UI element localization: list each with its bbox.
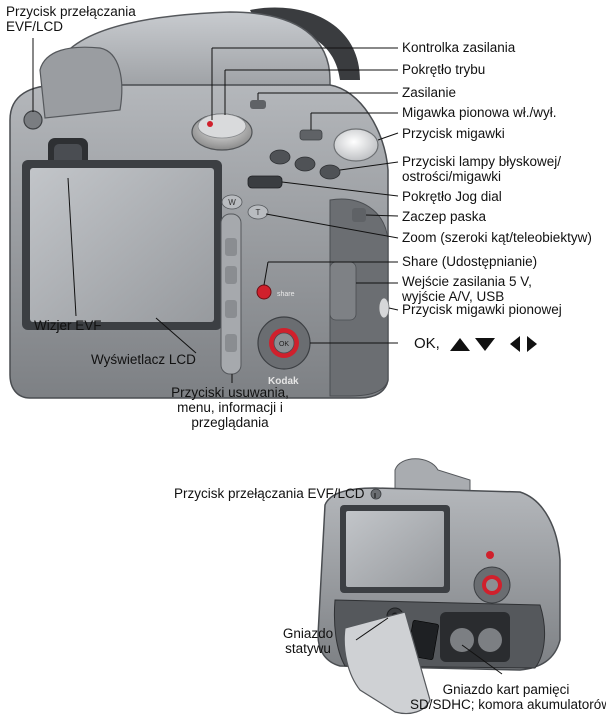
delete-button[interactable]	[225, 238, 237, 256]
leader-lines-bottom	[355, 493, 503, 675]
label-line: Przyciski usuwania,	[171, 385, 289, 400]
share-button[interactable]	[256, 284, 272, 300]
label-vertical-shutter-onoff: Migawka pionowa wł./wył.	[402, 105, 557, 120]
left-arrow-icon	[510, 336, 520, 352]
label-line: Zasilanie	[402, 85, 457, 100]
label-shutter-button: Przycisk migawki	[402, 126, 505, 141]
zoom-wide-button[interactable]	[221, 194, 243, 210]
label-line: Przycisk przełączania EVF/LCD	[174, 486, 365, 501]
label-tripod-socket: Gniazdo statywu	[268, 626, 348, 656]
flash-button[interactable]	[269, 149, 291, 165]
underside-ok	[486, 579, 498, 591]
leader-lines-top	[32, 38, 399, 383]
label-line: Przycisk migawki pionowej	[402, 302, 562, 317]
label-line: Share (Udostępnianie)	[402, 254, 538, 269]
label-line: OK,	[414, 335, 440, 352]
label-jog-dial: Pokrętło Jog dial	[402, 189, 502, 204]
brand-logo: Kodak	[268, 376, 299, 387]
power-button[interactable]	[250, 100, 266, 109]
underside-lcd-glass	[346, 511, 444, 587]
label-mode-dial: Pokrętło trybu	[402, 62, 485, 77]
label-line: Przyciski lampy błyskowej/	[402, 154, 562, 169]
label-line: Zaczep paska	[402, 209, 487, 224]
label-line: wyjście A/V, USB	[402, 289, 505, 304]
lcd-glass	[30, 168, 214, 322]
label-evf: Wizjer EVF	[34, 318, 102, 333]
right-arrow-icon	[527, 336, 537, 352]
direction-arrows	[450, 336, 537, 352]
label-line: SD/SDHC; komora akumulatorów	[410, 697, 606, 712]
review-button[interactable]	[225, 334, 237, 352]
evf-housing	[39, 46, 123, 119]
shutter-button[interactable]	[333, 128, 379, 162]
label-strap-post: Zaczep paska	[402, 209, 486, 224]
label-line: Kontrolka zasilania	[402, 40, 516, 55]
label-power-light: Kontrolka zasilania	[402, 40, 515, 55]
label-line: Wejście zasilania 5 V,	[402, 274, 532, 289]
mode-dial-top	[197, 113, 247, 139]
label-line: Pokrętło trybu	[402, 62, 486, 77]
focus-button[interactable]	[294, 156, 316, 172]
label-line: Gniazdo kart pamięci	[442, 682, 570, 697]
label-line: Przycisk przełączania	[6, 4, 136, 19]
label-line: Pokrętło Jog dial	[402, 189, 502, 204]
ok-glyph: OK	[279, 341, 289, 348]
evf-lcd-button[interactable]	[23, 110, 43, 130]
label-line: EVF/LCD	[6, 19, 64, 34]
label-lcd: Wyświetlacz LCD	[91, 352, 196, 367]
label-zoom: Zoom (szeroki kąt/teleobiektyw)	[402, 230, 592, 245]
label-share: Share (Udostępnianie)	[402, 254, 537, 269]
label-vertical-shutter-button: Przycisk migawki pionowej	[402, 302, 562, 317]
label-line: przeglądania	[191, 415, 269, 430]
label-line: Zoom (szeroki kąt/teleobiektyw)	[402, 230, 592, 245]
label-line: menu, informacji i	[177, 400, 283, 415]
label-line: Migawka pionowa wł./wył.	[402, 105, 557, 120]
label-line: Przycisk migawki	[402, 126, 505, 141]
evf-lcd-button-bottom[interactable]	[370, 488, 382, 500]
ok-button[interactable]	[273, 332, 295, 354]
jog-dial[interactable]	[247, 175, 283, 189]
label-line: Wyświetlacz LCD	[91, 352, 196, 367]
down-arrow-icon	[475, 338, 495, 351]
power-light	[207, 121, 213, 127]
share-word: share	[277, 291, 295, 298]
burst-button[interactable]	[319, 164, 341, 180]
battery-cell-1	[450, 628, 474, 652]
label-card-battery: Gniazdo kart pamięci SD/SDHC; komora aku…	[410, 682, 606, 712]
label-line: statywu	[285, 641, 331, 656]
label-line: ostrości/migawki	[402, 169, 502, 184]
info-button[interactable]	[225, 300, 237, 318]
label-ports: Wejście zasilania 5 V, wyjście A/V, USB	[402, 274, 532, 304]
underside-share	[486, 551, 494, 559]
camera-rear-view: W T share OK Kodak	[9, 7, 390, 399]
battery-door	[343, 611, 431, 715]
label-evf-lcd-button: Przycisk przełączania EVF/LCD	[6, 4, 136, 34]
label-ok: OK,	[414, 336, 440, 351]
ports-door[interactable]	[329, 261, 357, 321]
label-line: Wizjer EVF	[34, 318, 102, 333]
vertical-shutter-button[interactable]	[378, 297, 390, 319]
battery-cell-2	[478, 628, 502, 652]
menu-button[interactable]	[225, 266, 237, 284]
up-arrow-icon	[450, 338, 470, 351]
zoom-tele-glyph: T	[256, 208, 261, 217]
label-evf-lcd-button-bottom: Przycisk przełączania EVF/LCD	[174, 486, 365, 501]
zoom-tele-button[interactable]	[247, 204, 269, 220]
label-flash-focus-shutter: Przyciski lampy błyskowej/ ostrości/miga…	[402, 154, 561, 184]
label-delete-menu-info-review: Przyciski usuwania, menu, informacji i p…	[170, 385, 290, 430]
strap-post	[352, 208, 366, 222]
zoom-wide-glyph: W	[228, 198, 236, 207]
vertical-shutter-switch[interactable]	[299, 129, 323, 141]
label-line: Gniazdo	[282, 626, 334, 641]
label-power: Zasilanie	[402, 85, 456, 100]
